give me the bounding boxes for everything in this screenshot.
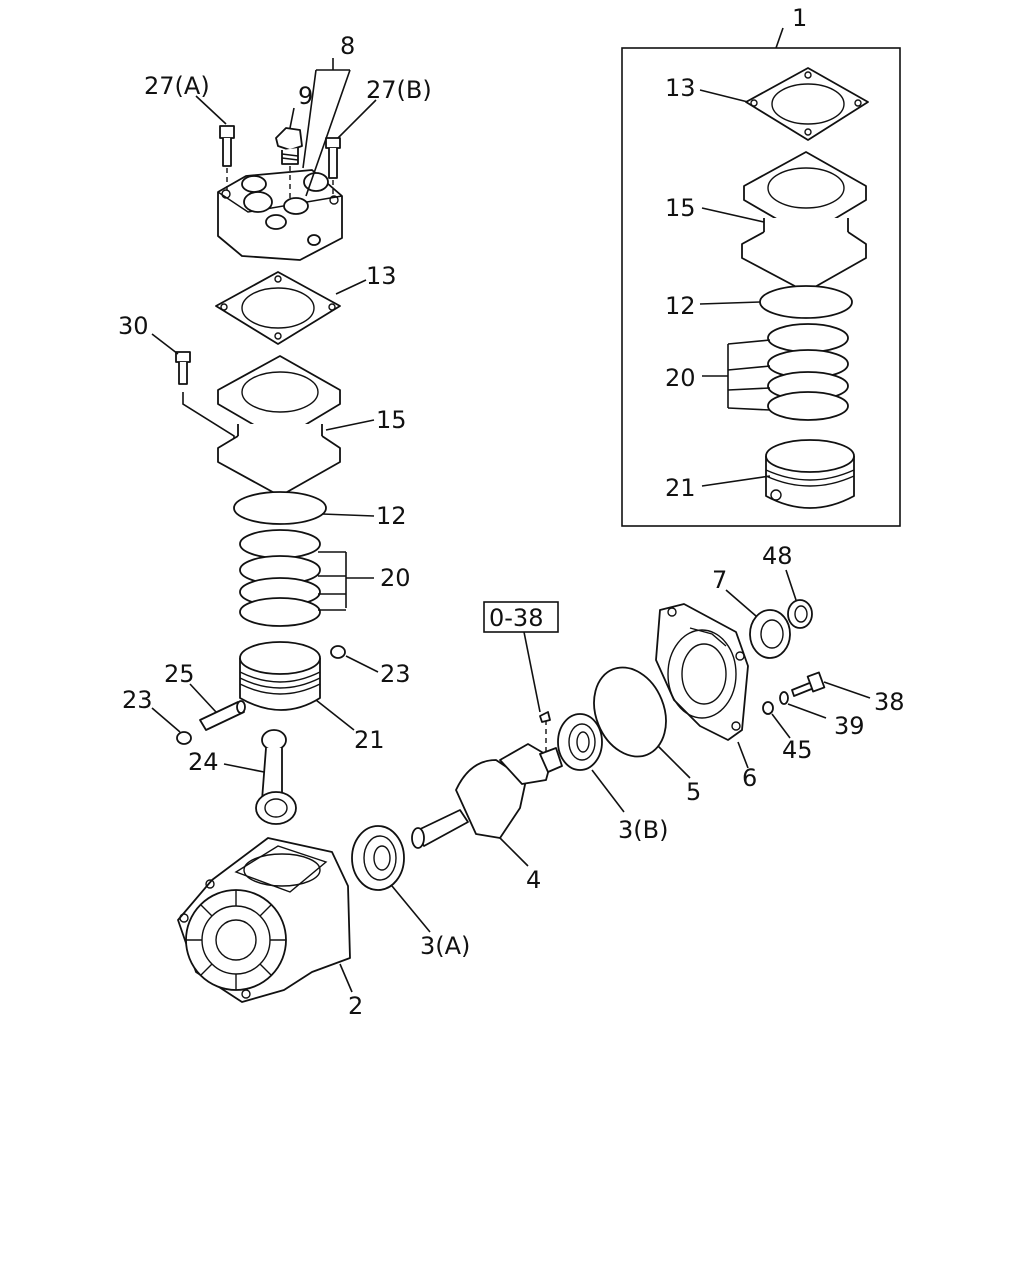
bolt-27a xyxy=(219,125,235,167)
crankcase-2 xyxy=(177,837,351,1003)
kit-label-15: 15 xyxy=(665,194,696,222)
label-5: 5 xyxy=(686,778,701,806)
label-9: 9 xyxy=(298,82,313,110)
label-23-right: 23 xyxy=(380,660,411,688)
kit-piston-rings-20 xyxy=(767,323,849,421)
bolt-27b xyxy=(325,137,341,179)
bolt-38 xyxy=(791,671,826,697)
piston-rings-20 xyxy=(239,529,321,627)
label-39: 39 xyxy=(834,712,865,740)
label-30: 30 xyxy=(118,312,149,340)
seal-48 xyxy=(787,599,813,629)
label-48: 48 xyxy=(762,542,793,570)
label-21: 21 xyxy=(354,726,385,754)
snap-ring-23-left xyxy=(176,731,192,745)
plug-9 xyxy=(275,127,303,165)
label-6: 6 xyxy=(742,764,757,792)
label-27b: 27(B) xyxy=(366,76,432,104)
label-38: 38 xyxy=(874,688,905,716)
o-ring-5 xyxy=(593,666,667,758)
label-8: 8 xyxy=(340,32,355,60)
piston-21 xyxy=(239,641,321,711)
label-20: 20 xyxy=(380,564,411,592)
kit-box: 1 13 15 12 xyxy=(621,4,901,527)
washer-45 xyxy=(762,701,774,715)
snap-ring-23-right xyxy=(330,645,346,659)
connecting-rod-24 xyxy=(255,729,297,825)
label-4: 4 xyxy=(526,866,541,894)
label-25: 25 xyxy=(164,660,195,688)
label-13: 13 xyxy=(366,262,397,290)
label-3a: 3(A) xyxy=(420,932,470,960)
kit-piston-21 xyxy=(765,439,855,509)
label-15: 15 xyxy=(376,406,407,434)
label-3b: 3(B) xyxy=(618,816,668,844)
label-24: 24 xyxy=(188,748,219,776)
kit-label-13: 13 xyxy=(665,74,696,102)
label-7: 7 xyxy=(712,566,727,594)
crankshaft-4 xyxy=(411,743,563,849)
ref-0-38: 0-38 xyxy=(489,604,543,632)
seal-7 xyxy=(749,609,791,659)
kit-label-12: 12 xyxy=(665,292,696,320)
label-1: 1 xyxy=(792,4,807,32)
key xyxy=(539,711,551,723)
washer-39 xyxy=(779,691,789,705)
kit-label-21: 21 xyxy=(665,474,696,502)
label-27a: 27(A) xyxy=(144,72,210,100)
kit-label-20: 20 xyxy=(665,364,696,392)
label-12: 12 xyxy=(376,502,407,530)
bearing-3b xyxy=(557,713,603,771)
bolt-30 xyxy=(175,351,191,385)
cylinder-15 xyxy=(217,355,341,497)
kit-ring-12 xyxy=(759,285,853,319)
piston-pin-25 xyxy=(199,700,246,731)
gasket-13 xyxy=(215,271,341,345)
label-23-left: 23 xyxy=(122,686,153,714)
bearing-3a xyxy=(351,825,405,891)
cylinder-head-8 xyxy=(217,169,343,261)
label-45: 45 xyxy=(782,736,813,764)
end-cover-6 xyxy=(655,603,749,741)
kit-gasket-13 xyxy=(745,67,869,141)
label-2: 2 xyxy=(348,992,363,1020)
ring-12 xyxy=(233,491,327,525)
kit-cylinder-15 xyxy=(741,151,867,293)
